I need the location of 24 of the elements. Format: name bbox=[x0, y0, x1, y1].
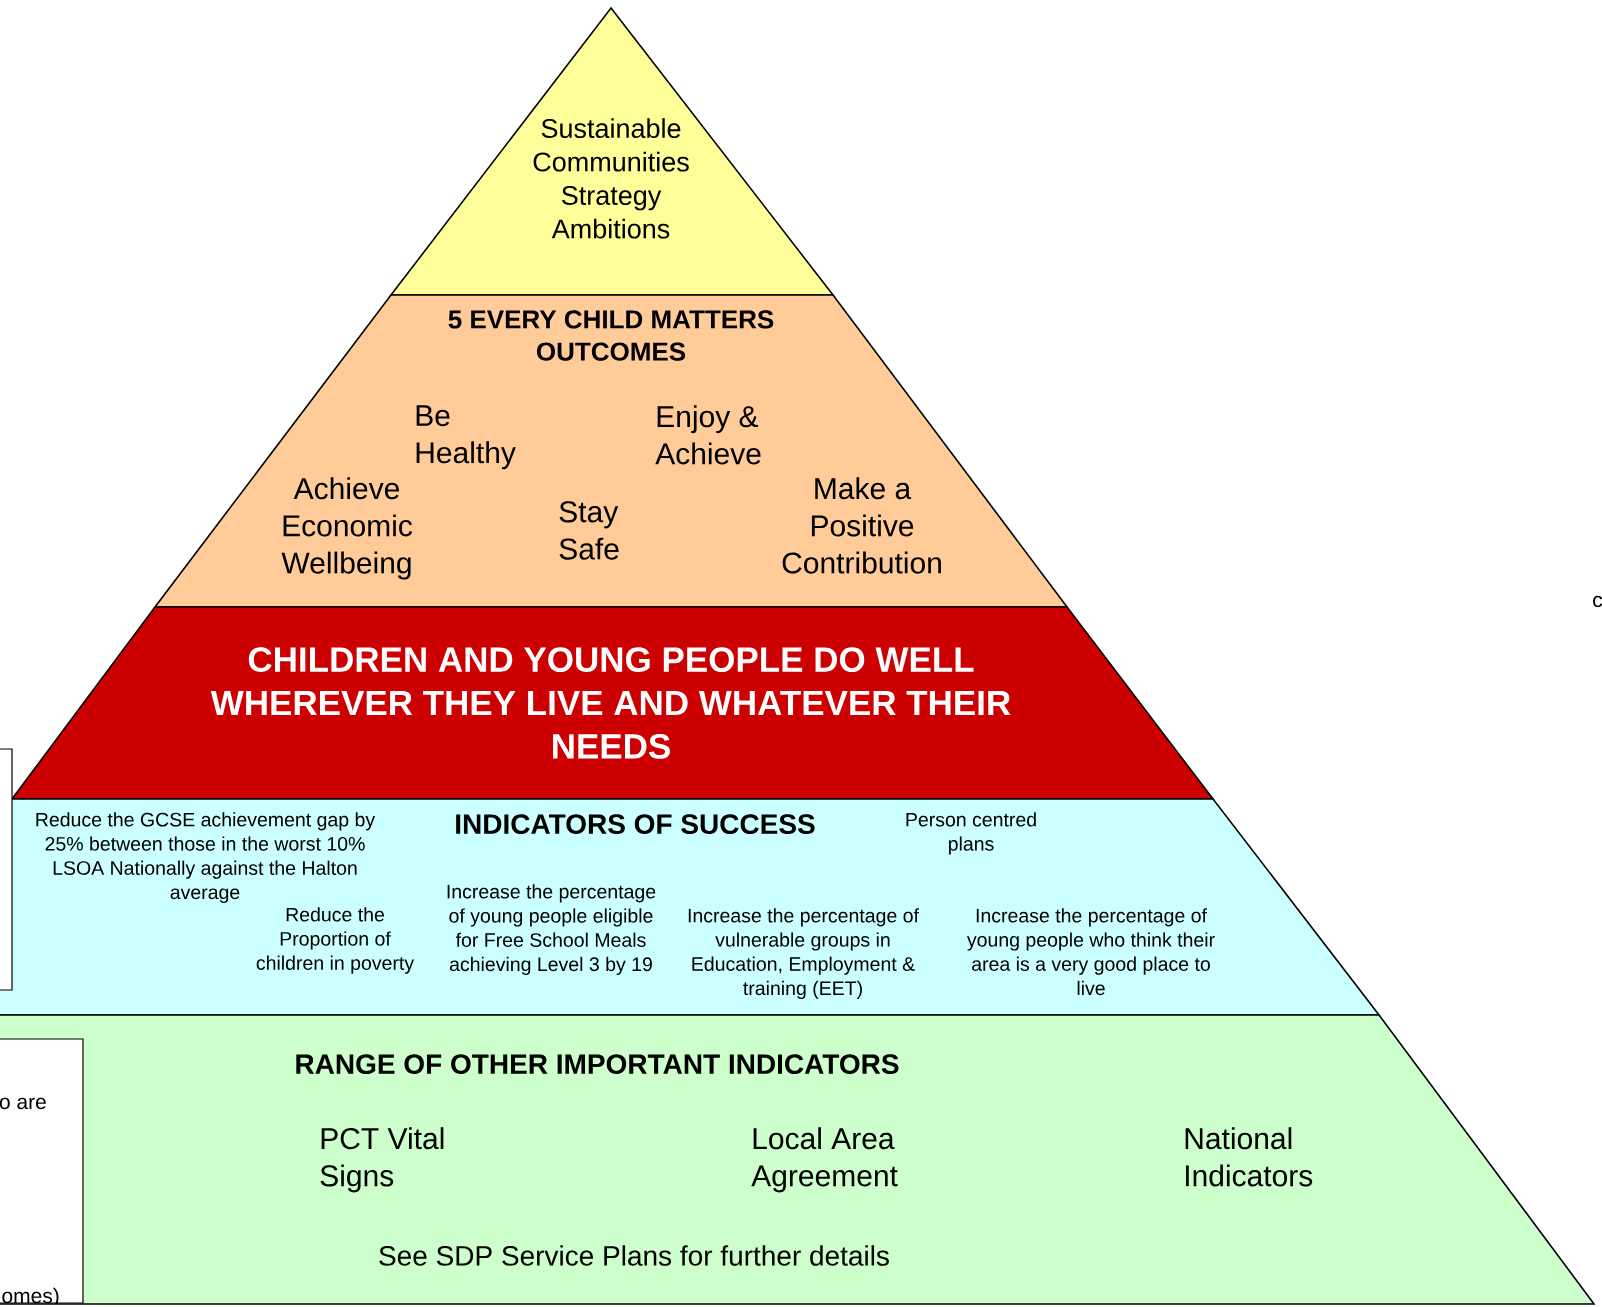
band-heading: RANGE OF OTHER IMPORTANT INDICATORS bbox=[296, 1054, 899, 1075]
indicator-text: Increase the percentage of young people eligible for Free School Meals achieving Level 3 by 19 bbox=[447, 884, 656, 975]
indicator-text: Stay Safe bbox=[559, 501, 619, 560]
cropped-letter: c bbox=[1593, 595, 1602, 608]
pyramid-band bbox=[0, 798, 1381, 1016]
pyramid-text: Sustainable Communities Strategy Ambitions bbox=[533, 118, 689, 239]
cropped-text-box: o are omes) bbox=[0, 1038, 84, 1307]
indicator-text: Reduce the Proportion of children in poverty bbox=[256, 907, 415, 974]
indicator-text: Local Area Agreement bbox=[751, 1127, 898, 1193]
indicator-text: Increase the percentage of young people who think their area is a very good place to live bbox=[966, 908, 1215, 996]
indicator-text: Increase the percentage of vulnerable groups in Education, Employment & training (EET) bbox=[688, 908, 919, 999]
indicator-text: Reduce the GCSE achievement gap by 25% between those in the worst 10% LSOA Nationally against the Halton average bbox=[36, 812, 376, 903]
indicator-text: Be Healthy bbox=[416, 405, 516, 470]
indicator-text: Make a Positive Contribution bbox=[782, 477, 941, 574]
indicator-text: PCT Vital Signs bbox=[320, 1127, 444, 1193]
indicator-text: Person centred plans bbox=[906, 812, 1036, 855]
indicator-text: Enjoy & Achieve bbox=[655, 405, 761, 465]
pyramid-text: CHILDREN AND YOUNG PEOPLE DO WELL WHEREVER THEY LIVE AND WHATEVER THEIR NEEDS bbox=[210, 647, 1011, 759]
indicator-text: National Indicators bbox=[1185, 1127, 1313, 1187]
band-heading: 5 EVERY CHILD MATTERS OUTCOMES bbox=[448, 310, 774, 361]
band-heading: INDICATORS OF SUCCESS bbox=[456, 814, 815, 835]
indicator-text: See SDP Service Plans for further details bbox=[379, 1245, 889, 1266]
indicator-text: Achieve Economic Wellbeing bbox=[281, 477, 413, 580]
pyramid-band bbox=[0, 1014, 1596, 1305]
